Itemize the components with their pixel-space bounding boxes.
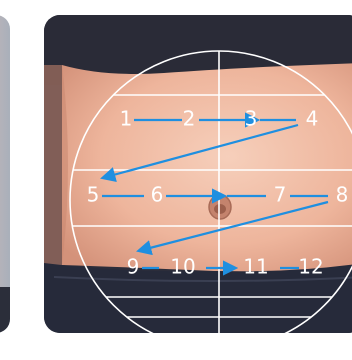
navel-inner [214,204,226,214]
site-label-12: 12 [298,255,323,279]
site-label-7: 7 [274,183,287,207]
site-label-2: 2 [183,107,196,131]
abdomen-photo-card: 1 2 3 4 5 6 7 8 9 10 11 12 [44,15,352,333]
site-label-1: 1 [120,107,133,131]
injection-site-diagram: 1 2 3 4 5 6 7 8 9 10 11 12 [44,15,352,333]
site-label-6: 6 [151,183,164,207]
site-label-5: 5 [87,183,100,207]
site-label-11: 11 [243,255,268,279]
site-label-9: 9 [127,255,140,279]
site-label-10: 10 [170,255,195,279]
adjacent-image-edge [0,15,10,333]
left-side-shadow [44,65,68,265]
site-label-8: 8 [336,183,349,207]
adjacent-image-dark-strip [0,287,10,333]
site-label-4: 4 [306,107,319,131]
site-label-3: 3 [245,107,258,131]
